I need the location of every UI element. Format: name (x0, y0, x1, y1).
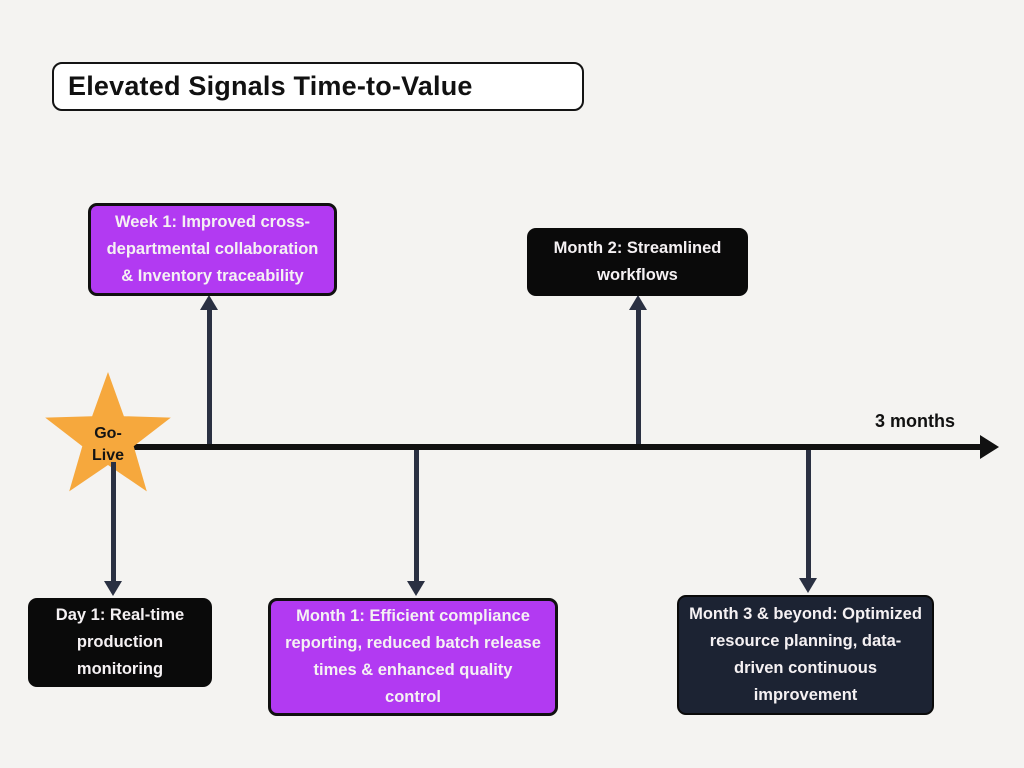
down-arrow-icon (799, 578, 817, 593)
milestone-month-1-label: Month 1: Efficient compliance reporting,… (285, 606, 541, 707)
timeline-end-label: 3 months (875, 411, 956, 431)
milestone-week-1: Week 1: Improved cross-departmental coll… (88, 203, 337, 296)
timeline-axis (130, 444, 982, 450)
diagram-title-box: Elevated Signals Time-to-Value (52, 62, 584, 111)
go-live-label: Go-Live (91, 425, 124, 465)
milestone-day-1-label: Day 1: Real-time production monitoring (55, 605, 185, 679)
up-arrow-icon (200, 295, 218, 310)
milestone-month-1: Month 1: Efficient compliance reporting,… (268, 598, 558, 716)
down-arrow-icon (104, 581, 122, 596)
milestone-day-1: Day 1: Real-time production monitoring (28, 598, 212, 687)
go-live-star-icon (45, 372, 171, 492)
connector-month-2 (636, 306, 641, 444)
down-arrow-icon (407, 581, 425, 596)
connector-month-1 (414, 450, 419, 583)
connector-month-3 (806, 450, 811, 580)
connector-week-1 (207, 306, 212, 444)
milestone-week-1-label: Week 1: Improved cross-departmental coll… (106, 212, 319, 286)
milestone-month-2-label: Month 2: Streamlined workflows (553, 238, 722, 284)
up-arrow-icon (629, 295, 647, 310)
timeline-arrowhead-icon (980, 435, 999, 459)
connector-day-1 (111, 462, 116, 583)
milestone-month-3-label: Month 3 & beyond: Optimized resource pla… (689, 604, 922, 705)
milestone-month-2: Month 2: Streamlined workflows (527, 228, 748, 296)
milestone-month-3: Month 3 & beyond: Optimized resource pla… (677, 595, 934, 715)
diagram-title: Elevated Signals Time-to-Value (68, 71, 473, 101)
